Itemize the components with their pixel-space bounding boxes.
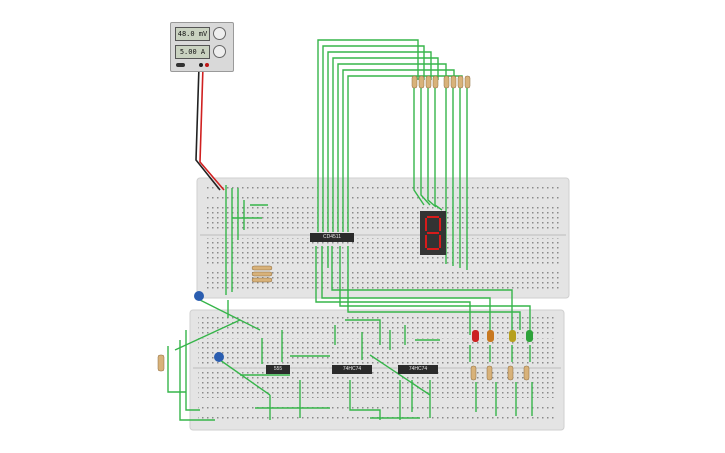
led-orange <box>487 330 494 342</box>
seven-segment-display[interactable] <box>420 211 446 255</box>
power-leads[interactable] <box>195 65 225 191</box>
resistors-lower[interactable] <box>157 354 530 381</box>
power-switch[interactable] <box>176 63 185 67</box>
voltage-display: 48.0 mV <box>175 27 210 41</box>
wires[interactable] <box>167 39 533 421</box>
voltage-knob[interactable] <box>213 27 226 40</box>
capacitors[interactable] <box>194 291 224 362</box>
current-knob[interactable] <box>213 45 226 58</box>
led-yellow <box>509 330 516 342</box>
led-green <box>526 330 533 342</box>
capacitor-1 <box>194 291 204 301</box>
counter-chip-right[interactable]: 74HC74 <box>398 365 438 374</box>
led-red <box>472 330 479 342</box>
led-row[interactable] <box>472 330 533 342</box>
counter-chip-left[interactable]: 74HC74 <box>332 365 372 374</box>
current-display: 5.00 A <box>175 45 210 59</box>
resistor-array[interactable] <box>411 75 471 89</box>
resistors-upper[interactable] <box>251 265 273 283</box>
negative-terminal[interactable] <box>199 63 203 67</box>
positive-terminal[interactable] <box>205 63 209 67</box>
power-supply[interactable]: 48.0 mV 5.00 A <box>170 22 234 72</box>
breadboard-top[interactable] <box>196 177 570 299</box>
timer-chip[interactable]: 555 <box>266 365 290 374</box>
decoder-chip[interactable]: CD4511 <box>310 233 354 242</box>
capacitor-2 <box>214 352 224 362</box>
